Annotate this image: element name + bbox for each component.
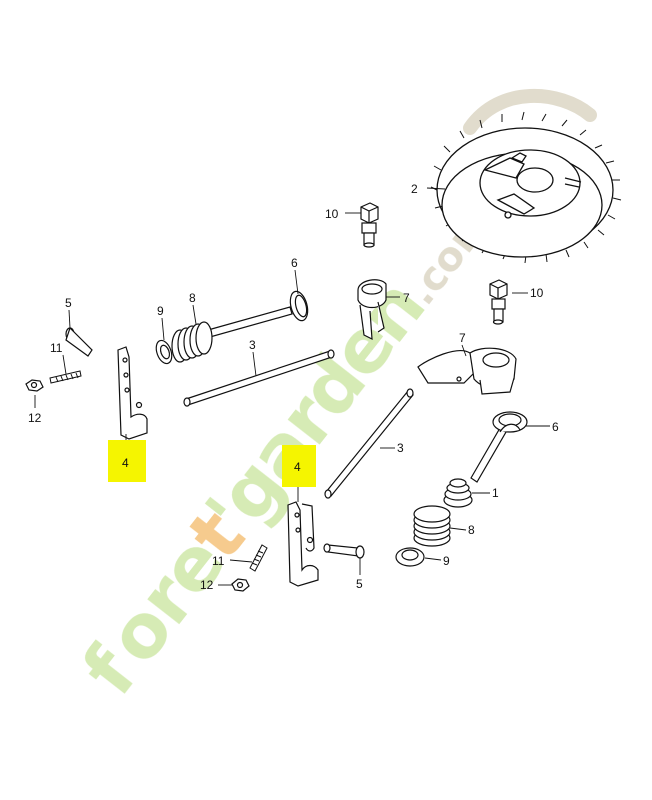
bracket-upper-part [117, 346, 148, 440]
label-part-12-upper: 12 [28, 411, 42, 425]
rocker-arm-upper-part [357, 279, 387, 341]
label-part-12-lower: 12 [200, 578, 214, 592]
retainer-upper-part [155, 339, 173, 365]
highlight-part-4-lower [282, 445, 316, 487]
pivot-bolt-lower-part [323, 543, 365, 559]
label-part-3-upper: 3 [249, 338, 256, 352]
part-labels: 2 10 10 6 6 7 7 5 5 9 9 8 8 3 3 11 11 12… [28, 182, 559, 592]
bolt-upper-part [360, 202, 379, 248]
label-part-10-lower: 10 [530, 286, 544, 300]
label-part-3-lower: 3 [397, 441, 404, 455]
highlight-part-4-upper [108, 440, 146, 482]
nut-upper-part [25, 379, 44, 392]
label-part-1: 1 [492, 486, 499, 500]
valve-lower-part [470, 411, 528, 483]
label-part-9-upper: 9 [157, 304, 164, 318]
leader-lines [34, 187, 550, 586]
pivot-bolt-upper-part [65, 326, 93, 357]
label-part-5-lower: 5 [356, 577, 363, 591]
cam-gear-part [430, 111, 622, 264]
push-rod-upper-part [183, 349, 335, 407]
retainer-lower-part [395, 547, 425, 567]
label-part-11-upper: 11 [50, 341, 63, 355]
rocker-arm-lower-part [417, 347, 517, 395]
nut-lower-part [231, 578, 250, 592]
push-rod-lower-part [324, 388, 414, 499]
adjusting-screw-upper-part [49, 370, 82, 384]
label-part-6-lower: 6 [552, 420, 559, 434]
valve-upper-part [207, 290, 309, 338]
bracket-lower-part [287, 501, 319, 587]
label-part-10-upper: 10 [325, 207, 339, 221]
label-part-8-upper: 8 [189, 291, 196, 305]
label-part-4-lower: 4 [294, 460, 301, 474]
spring-lower-part [413, 505, 451, 547]
label-part-8-lower: 8 [468, 523, 475, 537]
label-part-6-upper: 6 [291, 256, 298, 270]
label-part-7-upper: 7 [403, 291, 410, 305]
spring-upper-part [171, 321, 213, 363]
stem-seal-part [443, 478, 473, 508]
label-part-2: 2 [411, 182, 418, 196]
adjusting-screw-lower-part [249, 544, 268, 572]
bolt-lower-part [489, 279, 508, 325]
label-part-11-lower: 11 [212, 554, 225, 568]
label-part-4-upper: 4 [122, 456, 129, 470]
label-part-7-lower: 7 [459, 331, 466, 345]
label-part-9-lower: 9 [443, 554, 450, 568]
label-part-5-upper: 5 [65, 296, 72, 310]
